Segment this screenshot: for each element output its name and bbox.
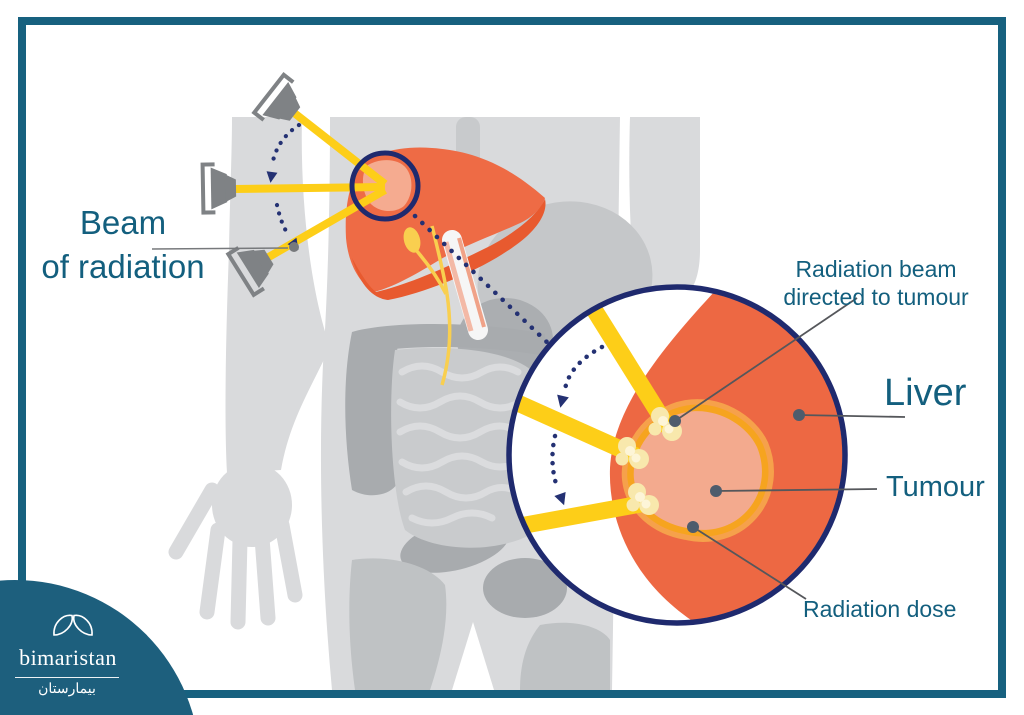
bile-ducts (403, 225, 452, 386)
portal-vessel (442, 230, 488, 340)
radiation-dose-label: Radiation dose (803, 596, 957, 622)
radiation-beam-line1: Radiation beam (795, 256, 957, 282)
beam-tip-leader-dot (669, 415, 681, 427)
left-arm (225, 117, 330, 473)
image-border-frame (18, 17, 1006, 698)
radiation-beam-line2: directed to tumour (783, 284, 969, 310)
magnifier-connector-dots (412, 213, 554, 349)
organs (345, 117, 653, 690)
rectum (483, 558, 567, 618)
logo-divider (15, 677, 119, 678)
radiation-beam-directed-label: Radiation beam directed to tumour (752, 255, 1000, 311)
magnifier-circle (506, 284, 848, 626)
liver-small (345, 147, 546, 386)
left-hand (168, 463, 303, 630)
tumour-label: Tumour (886, 471, 985, 503)
magnifier-ring (506, 284, 848, 626)
beam-of-radiation-line2: of radiation (41, 248, 205, 285)
beam-label-leader-dot (289, 242, 299, 252)
brand-name-arabic: بيمارستان (38, 680, 96, 696)
dose-leader-dot (687, 521, 699, 533)
arc-arrowhead (557, 394, 569, 408)
brand-name: bimaristan (19, 645, 117, 670)
descending-colon (345, 332, 398, 496)
leg-gap (452, 622, 494, 690)
beam-of-radiation-label: Beam of radiation (16, 201, 230, 289)
label-leaders (669, 297, 906, 600)
beam-of-radiation-line1: Beam (79, 204, 167, 241)
arc-arrowhead (554, 491, 566, 506)
tumour-leader-dot (710, 485, 722, 497)
liver-label: Liver (884, 372, 967, 414)
pelvis-left (349, 558, 447, 690)
liver-leader-dot (793, 409, 805, 421)
rotation-arc-arrows-magnified (550, 344, 605, 506)
leaf-bow-icon (53, 614, 93, 636)
tumour-magnified (633, 411, 762, 530)
intestine-coils (396, 362, 524, 527)
pelvis-right (520, 622, 610, 690)
tumour-highlight-ring (349, 150, 421, 222)
liver-underside (352, 199, 546, 300)
beam-impact-bursts (615, 407, 682, 515)
arc-arrowhead (266, 171, 278, 183)
radiation-beams-small (233, 108, 388, 262)
gallbladder (403, 227, 421, 253)
beam-label-leader-line (151, 247, 289, 250)
small-intestine (391, 347, 549, 548)
